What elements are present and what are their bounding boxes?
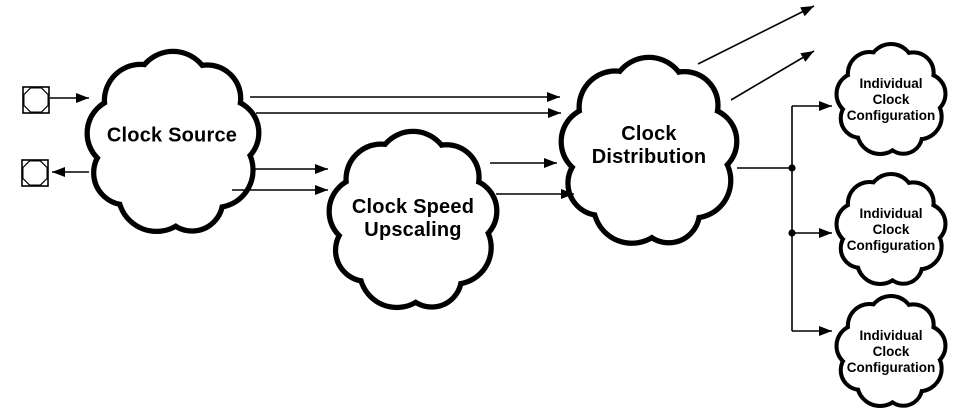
cloud-individual-clock-configuration-2: [834, 172, 948, 287]
crystal-oscillator-in-icon: [22, 86, 50, 114]
cloud-clock-source: [84, 48, 262, 235]
arrow-distribution-external-output-2: [730, 50, 815, 101]
cloud-clock-distribution: [558, 54, 740, 246]
junction-dot-2: [788, 229, 796, 237]
junction-dot-1: [788, 164, 796, 172]
cloud-individual-clock-configuration-1: [834, 42, 948, 157]
cloud-clock-speed-upscaling: [326, 128, 500, 311]
arrow-distribution-external-output-1: [697, 5, 815, 65]
cloud-individual-clock-configuration-3: [834, 294, 948, 409]
crystal-oscillator-out-icon: [21, 159, 49, 187]
